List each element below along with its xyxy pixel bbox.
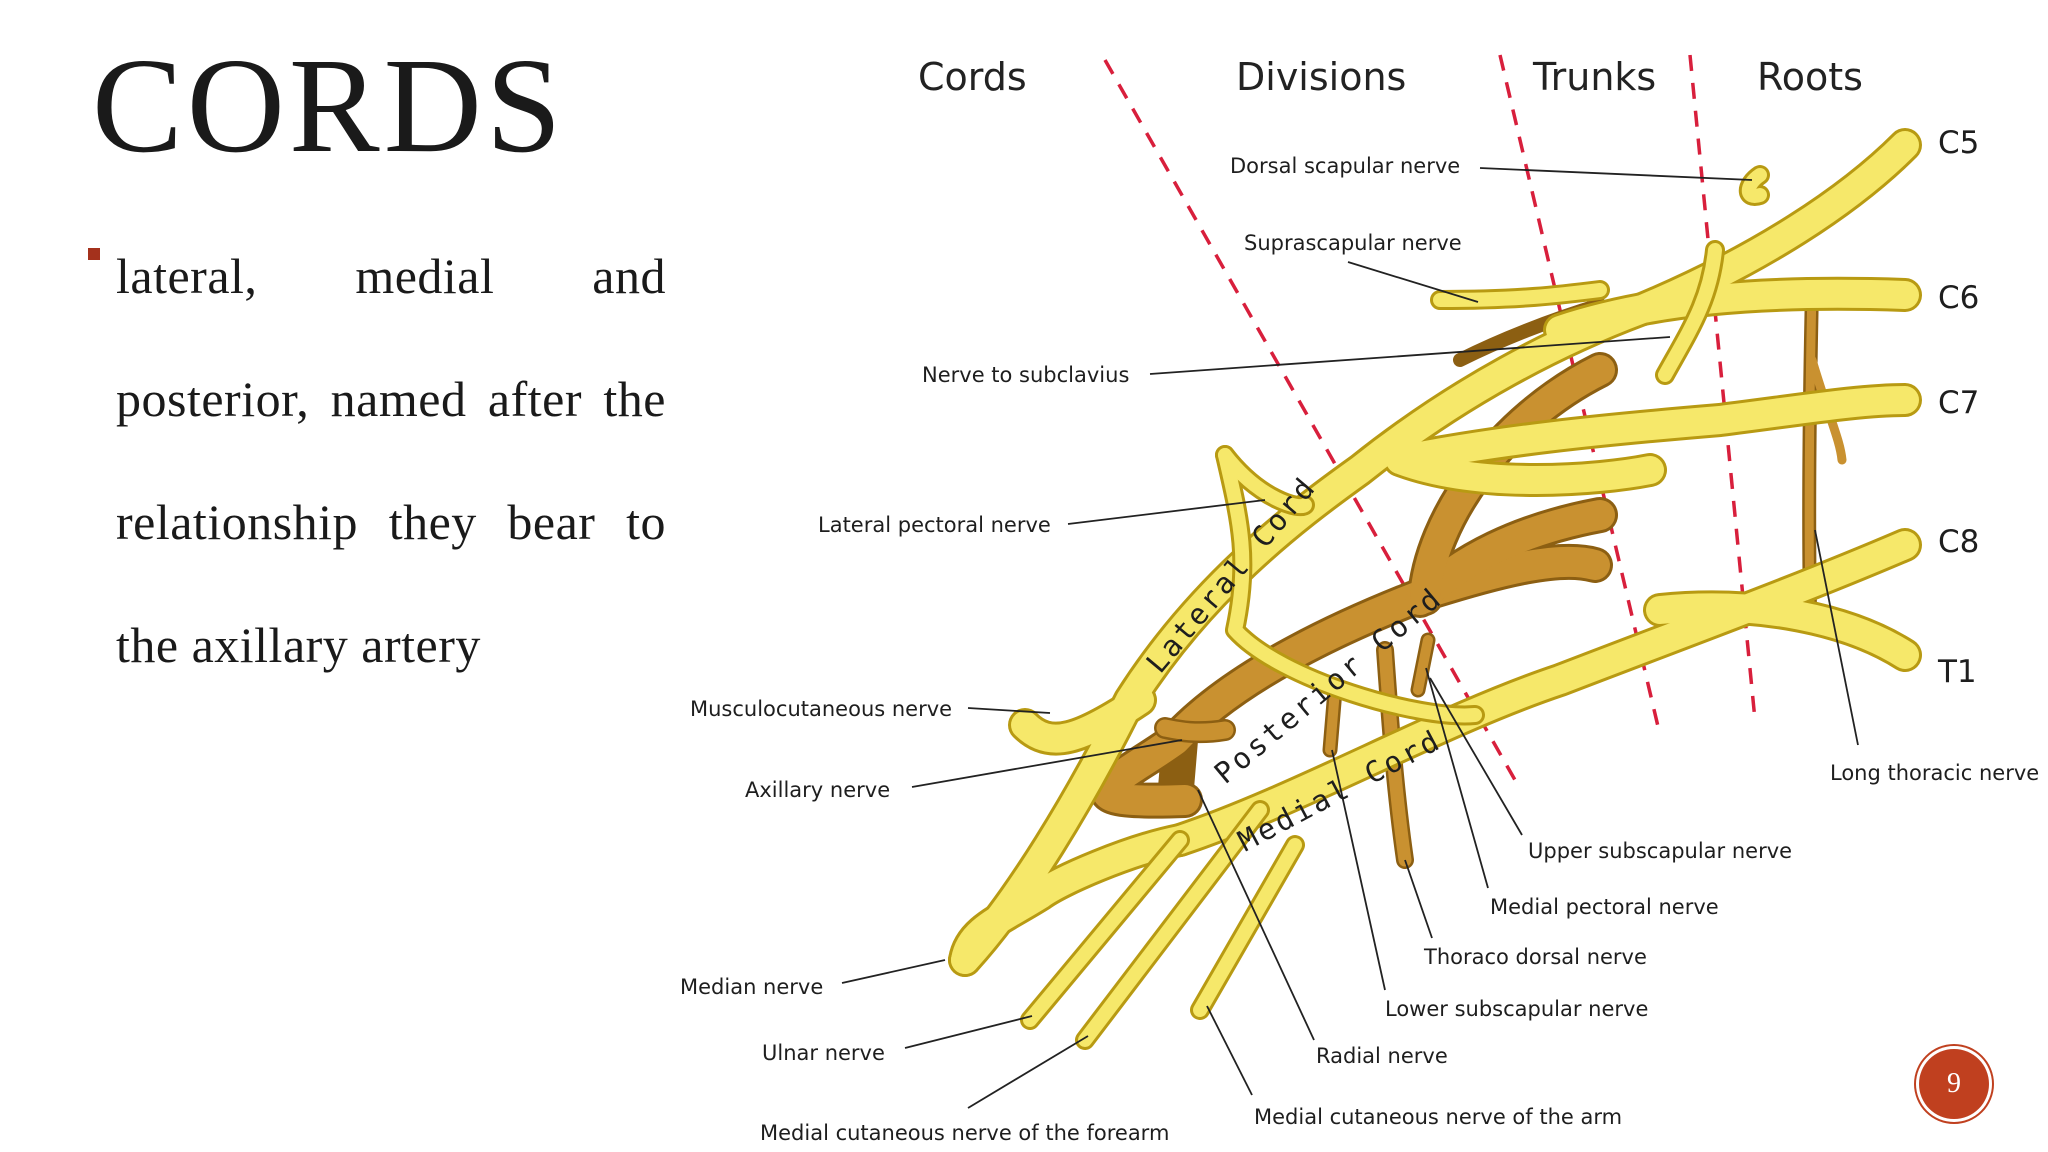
dorsal-scapular-branch xyxy=(1741,168,1767,203)
yellow-nerves xyxy=(948,128,1922,1050)
med-cut-arm-branch xyxy=(1193,838,1302,1017)
header-cords: Cords xyxy=(918,55,1027,99)
root-c8: C8 xyxy=(1938,524,1979,560)
label-axillary: Axillary nerve xyxy=(745,778,890,802)
bullet-text: lateral, medial and posterior, named aft… xyxy=(116,248,666,673)
lateral-cord xyxy=(951,131,1919,974)
label-musculocutaneous: Musculocutaneous nerve xyxy=(690,697,952,721)
root-t1: T1 xyxy=(1937,654,1977,690)
page-number-badge: 9 xyxy=(1919,1049,1989,1119)
label-radial: Radial nerve xyxy=(1316,1044,1448,1068)
label-lower-subscapular: Lower subscapular nerve xyxy=(1385,997,1648,1021)
slide-title: CORDS xyxy=(92,31,566,181)
label-suprascapular: Suprascapular nerve xyxy=(1244,231,1462,255)
bullet-list: lateral, medial and posterior, named aft… xyxy=(86,215,666,707)
label-median: Median nerve xyxy=(680,975,823,999)
label-med-cut-forearm: Medial cutaneous nerve of the forearm xyxy=(760,1121,1169,1145)
root-c6: C6 xyxy=(1938,280,1979,316)
label-lateral-pectoral: Lateral pectoral nerve xyxy=(818,513,1051,537)
med-cut-forearm-branch xyxy=(1078,803,1267,1047)
header-roots: Roots xyxy=(1757,55,1863,99)
c7-root xyxy=(1386,386,1919,474)
label-upper-subscapular: Upper subscapular nerve xyxy=(1528,839,1792,863)
header-divisions: Divisions xyxy=(1236,55,1406,99)
pectoral-loop xyxy=(1218,448,1482,723)
musculocutaneous-branch xyxy=(1011,686,1154,753)
label-medial-pectoral: Medial pectoral nerve xyxy=(1490,895,1719,919)
medial-cord xyxy=(1166,531,1919,854)
suprascapular-branch xyxy=(1433,283,1607,307)
subclavius-branch xyxy=(1658,243,1722,382)
label-thoracodorsal: Thoraco dorsal nerve xyxy=(1423,945,1647,969)
lateral-pectoral-branch xyxy=(1218,448,1312,514)
label-med-cut-arm: Medial cutaneous nerve of the arm xyxy=(1254,1105,1622,1129)
label-long-thoracic: Long thoracic nerve xyxy=(1830,761,2039,785)
header-trunks: Trunks xyxy=(1532,55,1656,99)
bullet-marker xyxy=(88,248,100,260)
median-nerve-join xyxy=(951,826,1194,974)
root-c7: C7 xyxy=(1938,385,1979,421)
ulnar-nerve-branch xyxy=(1023,833,1187,1027)
label-ulnar: Ulnar nerve xyxy=(762,1041,885,1065)
root-c5: C5 xyxy=(1938,125,1979,161)
label-subclavius: Nerve to subclavius xyxy=(922,363,1129,387)
leader-lines xyxy=(841,167,1859,1109)
label-dorsal-scapular: Dorsal scapular nerve xyxy=(1230,154,1460,178)
t1-root xyxy=(1646,593,1919,669)
